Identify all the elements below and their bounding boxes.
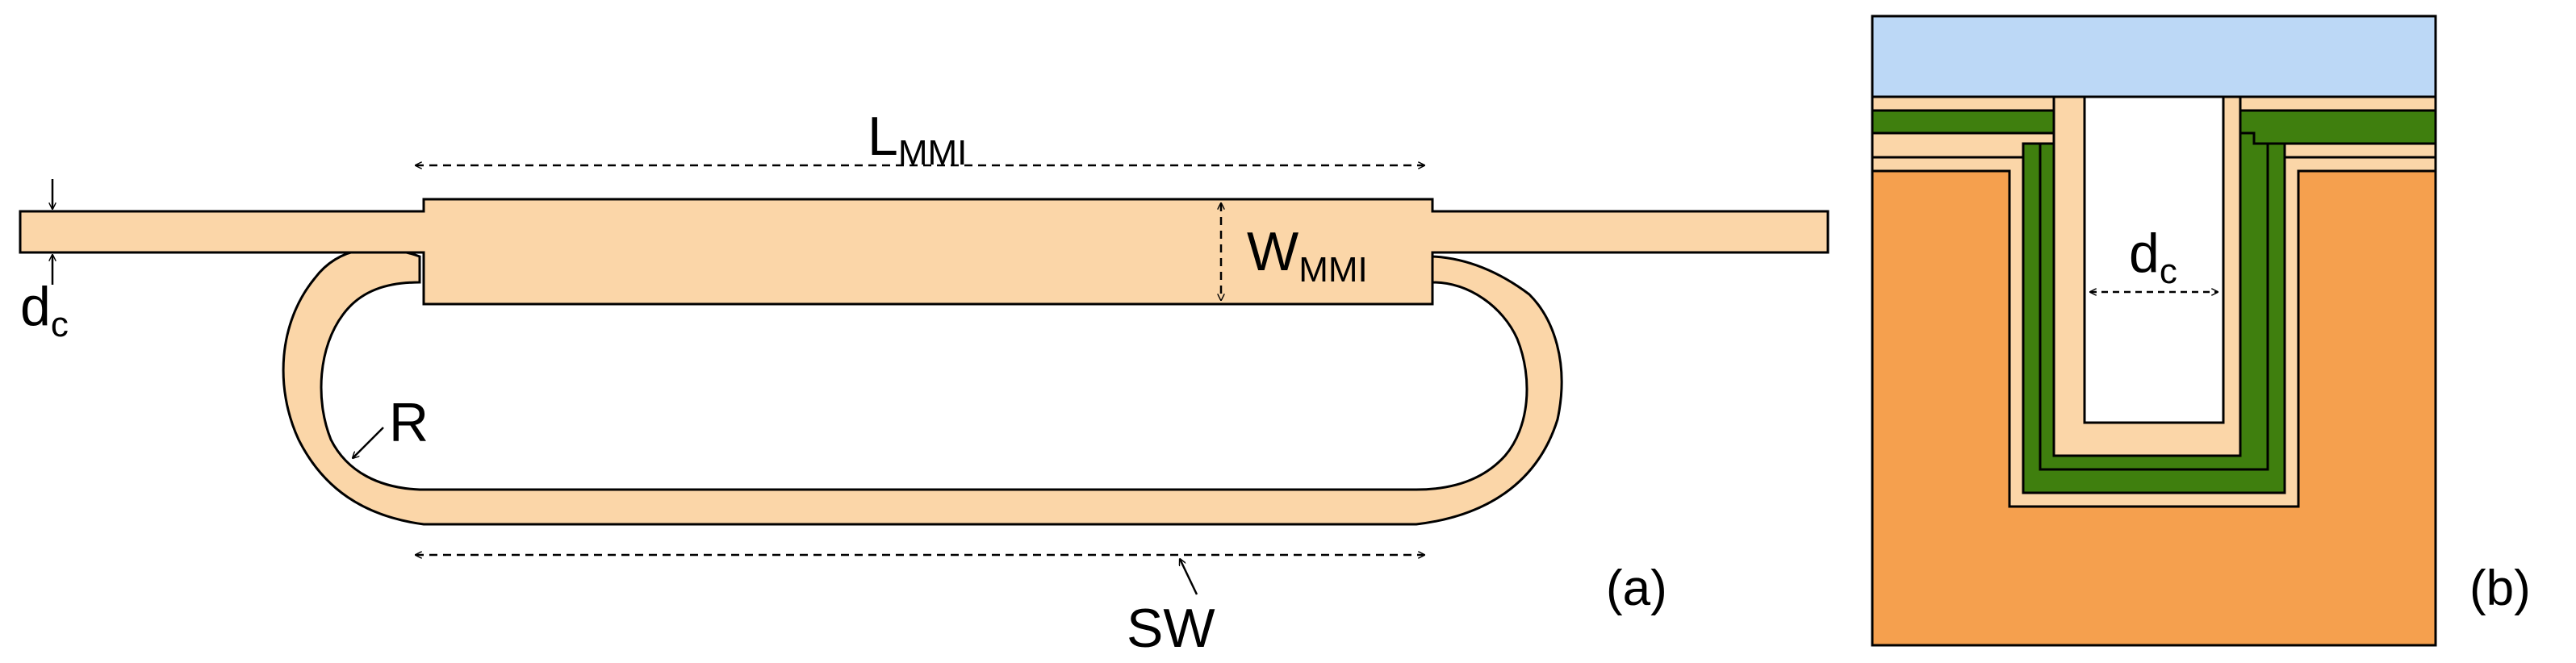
panel-a: LMMI WMMI dc R SW (a) xyxy=(19,106,1830,659)
w-mmi-label: WMMI xyxy=(1247,221,1368,290)
panel-b-label: (b) xyxy=(2469,561,2531,616)
panel-a-label: (a) xyxy=(1606,561,1667,616)
top-cladding-layer xyxy=(1871,15,2437,98)
l-mmi-label: LMMI xyxy=(868,106,967,173)
panel-b: dc (b) xyxy=(1871,15,2531,647)
sw-pointer-arrow xyxy=(1180,559,1198,595)
r-label: R xyxy=(389,392,429,453)
dc-label-b: dc xyxy=(2129,223,2177,291)
r-arrow xyxy=(353,427,384,458)
bus-waveguide-mmi xyxy=(19,198,1830,306)
dc-label-a: dc xyxy=(20,276,69,344)
sw-label: SW xyxy=(1127,598,1215,659)
slot-core xyxy=(2083,95,2225,424)
racetrack-loop xyxy=(282,247,1563,526)
